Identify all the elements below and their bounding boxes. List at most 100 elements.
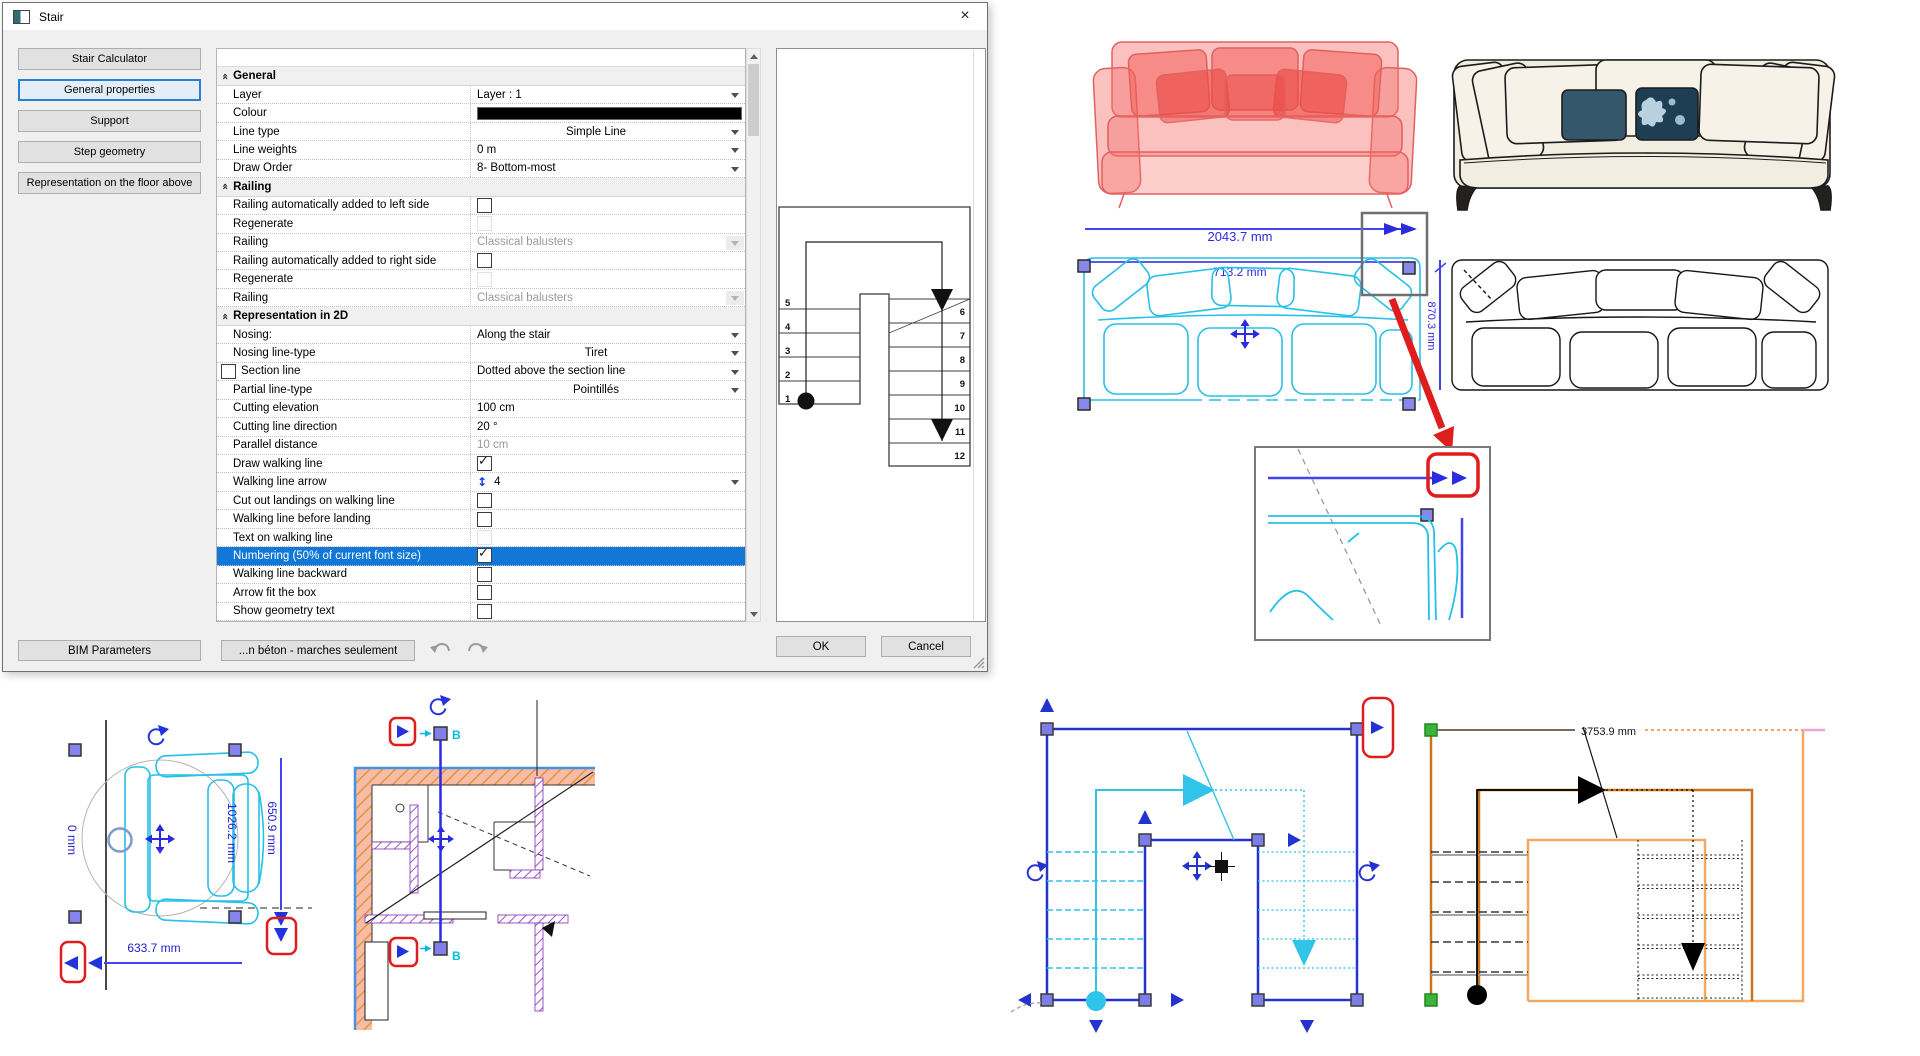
property-row[interactable]: Colour <box>217 104 745 123</box>
material-button[interactable]: ...n béton - marches seulement <box>221 640 415 661</box>
property-row[interactable]: Nosing:Along the stair <box>217 325 745 345</box>
rotate-icon[interactable] <box>1026 861 1048 882</box>
property-value[interactable]: Along the stair <box>471 326 745 343</box>
move-icon[interactable] <box>1182 851 1212 881</box>
selection-handles[interactable] <box>1040 722 1364 1007</box>
section-header[interactable]: «Railing <box>217 178 745 197</box>
checkbox[interactable] <box>477 566 492 582</box>
property-row[interactable]: Numbering (50% of current font size) <box>217 547 745 566</box>
bim-parameters-button[interactable]: BIM Parameters <box>18 640 201 661</box>
move-icon[interactable] <box>428 826 454 852</box>
property-value[interactable] <box>471 104 745 121</box>
property-value[interactable] <box>471 270 745 287</box>
sidebar-button-2[interactable]: Support <box>18 110 201 132</box>
property-value[interactable] <box>471 529 745 546</box>
checkbox[interactable] <box>477 493 492 509</box>
close-icon[interactable]: × <box>960 7 970 24</box>
snap-handles-green[interactable] <box>1424 723 1438 1007</box>
section-header[interactable]: «General <box>217 67 745 86</box>
property-value[interactable] <box>471 547 745 564</box>
property-row[interactable]: Cut out landings on walking line <box>217 491 745 511</box>
dropdown-arrow-icon[interactable] <box>726 290 744 305</box>
property-row[interactable]: Draw walking line <box>217 454 745 474</box>
property-row[interactable]: Walking line backward <box>217 565 745 585</box>
rotate-icon[interactable] <box>147 725 169 746</box>
property-value[interactable] <box>471 252 745 269</box>
property-value[interactable] <box>471 510 745 527</box>
color-swatch[interactable] <box>477 106 742 120</box>
collapse-icon[interactable]: « <box>219 72 233 80</box>
property-value[interactable]: 0 m <box>471 141 745 158</box>
dropdown-arrow-icon[interactable] <box>726 365 744 379</box>
property-value[interactable]: Simple Line <box>471 123 745 140</box>
property-row[interactable]: Arrow fit the box <box>217 584 745 603</box>
property-value[interactable]: 20 ° <box>477 420 498 433</box>
resize-grip[interactable] <box>971 655 985 669</box>
sidebar-button-1[interactable]: General properties <box>18 79 201 101</box>
property-value[interactable]: 8- Bottom-most <box>471 160 745 177</box>
sofa-cyan-plan[interactable] <box>1083 255 1421 401</box>
dropdown-arrow-icon[interactable] <box>726 383 744 397</box>
section-header[interactable]: «Representation in 2D <box>217 307 745 326</box>
dropdown-arrow-icon[interactable] <box>726 346 744 360</box>
rotate-icon[interactable] <box>429 695 451 716</box>
undo-icon[interactable] <box>427 641 453 659</box>
property-value[interactable]: ↕4 <box>471 473 745 490</box>
ok-button[interactable]: OK <box>776 636 866 657</box>
property-row[interactable]: Walking line before landing <box>217 510 745 529</box>
scroll-thumb[interactable] <box>748 64 759 136</box>
property-value[interactable]: Classical balusters <box>471 234 745 251</box>
property-value[interactable] <box>471 215 745 232</box>
property-value[interactable] <box>471 566 745 583</box>
property-value[interactable] <box>471 492 745 509</box>
section-line-checkbox[interactable] <box>221 363 236 379</box>
cancel-button[interactable]: Cancel <box>881 636 971 657</box>
scroll-up-icon[interactable] <box>747 49 760 63</box>
move-icon[interactable] <box>145 824 175 854</box>
checkbox[interactable] <box>477 253 492 269</box>
checkbox[interactable] <box>477 197 492 213</box>
armchair-plan[interactable] <box>124 751 265 925</box>
stair-plan-blue[interactable] <box>1010 696 1395 1033</box>
property-row[interactable]: Regenerate <box>217 215 745 234</box>
property-value[interactable]: Classical balusters <box>471 289 745 306</box>
property-value[interactable]: Pointillés <box>471 381 745 398</box>
direction-grips[interactable] <box>1018 698 1314 1033</box>
move-icon[interactable] <box>1230 319 1260 349</box>
property-value[interactable]: Tiret <box>471 344 745 361</box>
dropdown-arrow-icon[interactable] <box>726 88 744 102</box>
sidebar-button-0[interactable]: Stair Calculator <box>18 48 201 70</box>
sidebar-button-4[interactable]: Representation on the floor above <box>18 172 201 194</box>
property-value[interactable] <box>471 603 745 620</box>
checkbox[interactable] <box>477 547 492 564</box>
dialog-titlebar[interactable]: Stair × <box>3 3 987 30</box>
redo-icon[interactable] <box>465 641 491 659</box>
property-value[interactable] <box>471 455 745 472</box>
sidebar-button-3[interactable]: Step geometry <box>18 141 201 163</box>
collapse-icon[interactable]: « <box>219 183 233 191</box>
dropdown-arrow-icon[interactable] <box>726 162 744 176</box>
dropdown-arrow-icon[interactable] <box>726 475 744 489</box>
dropdown-arrow-icon[interactable] <box>726 328 744 342</box>
checkbox[interactable] <box>477 585 492 601</box>
checkbox[interactable] <box>477 511 492 527</box>
dropdown-arrow-icon[interactable] <box>726 143 744 157</box>
property-row[interactable]: Text on walking line <box>217 528 745 548</box>
selection-handles[interactable] <box>1077 259 1416 411</box>
property-value[interactable] <box>471 584 745 601</box>
property-row[interactable]: Regenerate <box>217 270 745 289</box>
grid-scrollbar[interactable] <box>746 48 761 622</box>
property-row[interactable]: Show geometry text <box>217 602 745 621</box>
